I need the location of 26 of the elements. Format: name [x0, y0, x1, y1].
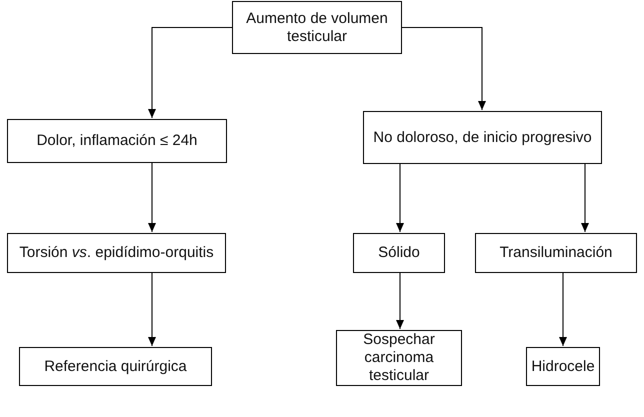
arrow — [148, 272, 156, 346]
process-box — [526, 347, 600, 386]
process-box — [232, 1, 402, 54]
box-label: Transiluminación — [500, 244, 612, 262]
box-label: Hidrocele — [531, 358, 595, 376]
process-box — [19, 347, 212, 386]
box-label: No doloroso, de inicio progresivo — [373, 128, 592, 146]
box-label: Referencia quirúrgica — [44, 358, 187, 376]
process-box — [353, 233, 445, 273]
arrow — [559, 272, 567, 346]
process-box — [363, 111, 602, 164]
box-label: Sólido — [378, 244, 420, 262]
box-label: Aumento de volumen testicular — [245, 10, 389, 46]
arrow — [402, 27, 486, 110]
process-box — [336, 330, 462, 386]
arrow — [148, 162, 156, 232]
process-box — [7, 233, 226, 273]
box-label: Torsión vs. epidídimo-orquitis — [19, 244, 214, 262]
arrow — [396, 164, 404, 232]
arrow — [581, 164, 589, 232]
box-label: Sospechar carcinoma testicular — [362, 331, 436, 385]
box-label: Dolor, inflamación ≤ 24h — [36, 132, 198, 150]
arrow — [396, 272, 404, 330]
process-box — [7, 119, 227, 163]
arrow — [148, 27, 232, 118]
process-box — [475, 233, 637, 273]
